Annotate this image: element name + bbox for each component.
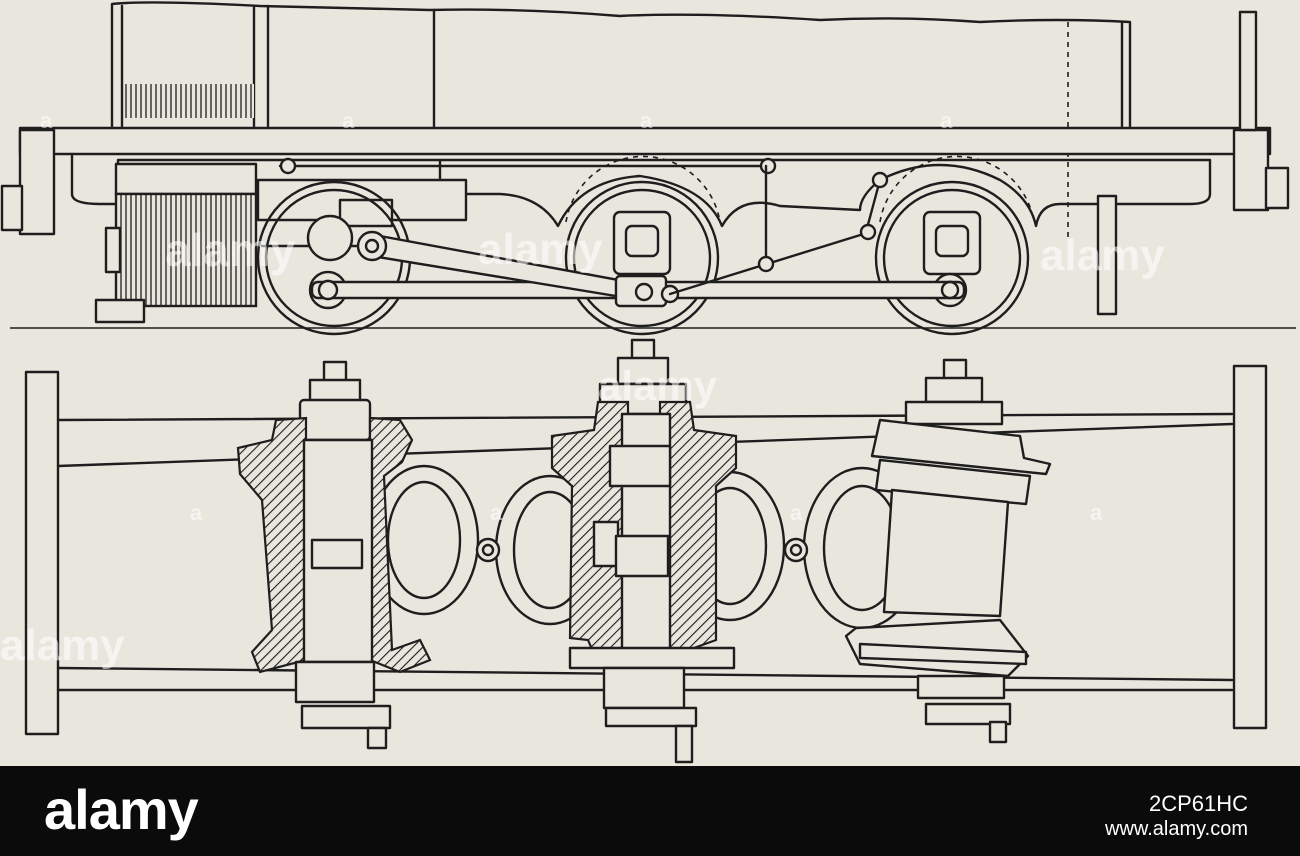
driving-wheel-3: [874, 155, 1035, 336]
cylinder-foot: [94, 298, 146, 324]
watermark-text: alamy: [0, 621, 125, 670]
watermark-text: alamy: [165, 224, 296, 276]
front-buffer: [0, 184, 24, 232]
plan-view: [24, 338, 1268, 764]
watermark-small-mark: a: [490, 500, 503, 525]
crosshead: [338, 198, 394, 228]
cylinder-cover: [104, 226, 122, 274]
rear-post: [1238, 10, 1258, 132]
image-id-label: 2CP61HC: [1148, 791, 1248, 816]
crank-pin: [634, 282, 654, 302]
watermark-overlay: alamy alamy alamy alamy alamy a a a a a …: [0, 108, 1165, 670]
axle-box-3-exterior: [844, 358, 1052, 744]
coupling-pin-1: [317, 279, 339, 301]
site-url-link[interactable]: www.alamy.com: [1105, 818, 1248, 840]
watermark-text: alamy: [598, 362, 718, 409]
watermark-small-mark: a: [940, 108, 953, 133]
driving-wheel-2: [564, 155, 721, 336]
watermark-text: alamy: [478, 225, 603, 274]
valve-rod-pin: [279, 157, 297, 175]
rear-buffer-beam: [1232, 128, 1270, 212]
front-buffer-beam: [18, 128, 56, 236]
brake-hanger: [1096, 194, 1118, 316]
boiler-body: [110, 1, 1132, 130]
coupling-pin-3: [940, 280, 960, 300]
technical-drawing: alamy alamy alamy alamy alamy a a a a a …: [0, 0, 1300, 766]
watermark-text: alamy: [1040, 231, 1165, 280]
watermark-small-mark: a: [40, 108, 53, 133]
watermark-small-mark: a: [1090, 500, 1103, 525]
watermark-small-mark: a: [790, 500, 803, 525]
brand-logo[interactable]: alamy: [44, 778, 199, 841]
rocker-pin: [759, 157, 777, 175]
axle-box-2-section: [550, 338, 738, 764]
side-elevation: [0, 1, 1296, 336]
ring-1-inner: [386, 480, 462, 600]
footer-bar: alamy 2CP61HC www.alamy.com: [0, 766, 1300, 856]
smokebox-shading: [124, 84, 254, 118]
locomotive-axle-drawing-svg: alamy alamy alamy alamy alamy a a a a a …: [0, 1, 1296, 764]
watermark-small-mark: a: [190, 500, 203, 525]
rear-buffer: [1264, 166, 1290, 210]
cylinder-top: [114, 162, 258, 196]
front-frame-post: [24, 370, 60, 736]
axle-box-1-section: [236, 360, 432, 750]
reverse-arm: [864, 178, 882, 234]
rear-frame-post: [1232, 364, 1268, 730]
watermark-small-mark: a: [342, 108, 355, 133]
watermark-small-mark: a: [640, 108, 653, 133]
